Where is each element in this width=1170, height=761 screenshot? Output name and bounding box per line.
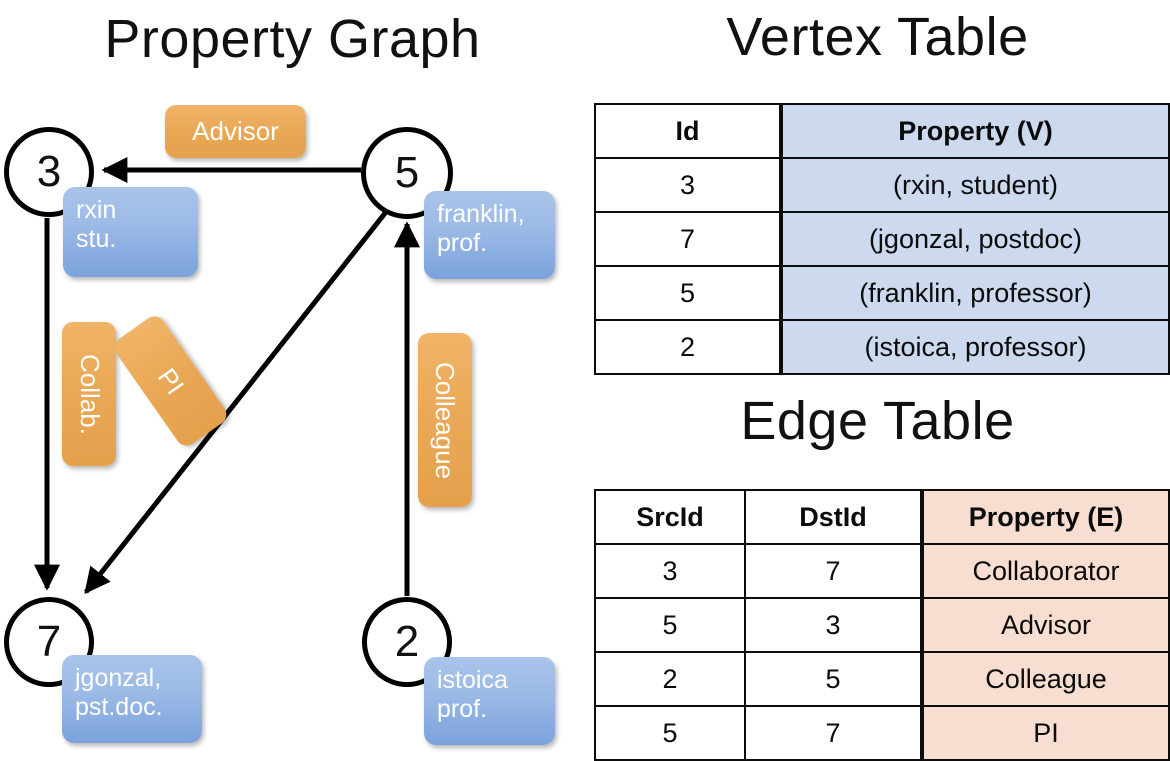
edge-srcid-cell: 3 <box>594 543 746 599</box>
edge-label-colleague-text: Colleague <box>430 361 461 479</box>
vertex-property-cell: (jgonzal, postdoc) <box>779 211 1170 267</box>
table-row[interactable]: 5 3 Advisor <box>594 597 1170 653</box>
callout-line-1: istoica <box>437 666 508 694</box>
edge-label-collab[interactable]: Collab. <box>62 322 116 466</box>
table-row[interactable]: 2 5 Colleague <box>594 651 1170 707</box>
callout-line-2: prof. <box>437 694 488 723</box>
edge-dstid-cell: 5 <box>744 651 923 707</box>
edge-label-colleague[interactable]: Colleague <box>418 333 472 507</box>
edge-property-cell: Collaborator <box>920 543 1170 599</box>
page-title-property-graph: Property Graph <box>104 9 481 69</box>
vertex-id-cell: 7 <box>594 211 782 267</box>
callout-line-2: stu. <box>76 224 117 253</box>
vertex-id-cell: 2 <box>594 319 782 375</box>
edge-table-header-dstid: DstId <box>744 489 923 545</box>
table-row[interactable]: 5 7 PI <box>594 705 1170 761</box>
callout-line-1: rxin <box>76 196 117 224</box>
edge-srcid-cell: 5 <box>594 705 746 761</box>
edge-dstid-cell: 7 <box>744 543 923 599</box>
vertex-property-callout-franklin[interactable]: franklin, prof. <box>424 191 555 279</box>
graph-node-5[interactable]: 5 <box>361 127 453 219</box>
property-graph-diagram: 3 5 7 2 rxin stu. franklin, prof. jgonza… <box>0 0 585 760</box>
vertex-property-cell: (istoica, professor) <box>779 319 1170 375</box>
page-title-edge-table: Edge Table <box>740 391 1015 451</box>
edge-label-advisor-text: Advisor <box>192 116 279 146</box>
edge-dstid-cell: 7 <box>744 705 923 761</box>
graph-node-7-label: 7 <box>36 617 62 666</box>
edge-label-collab-text: Collab. <box>74 353 105 435</box>
callout-line-2: prof. <box>437 228 488 257</box>
edge-dstid-cell: 3 <box>744 597 923 653</box>
callout-line-1: franklin, <box>437 200 525 228</box>
edge-label-pi-text: PI <box>151 362 191 400</box>
vertex-property-callout-istoica[interactable]: istoica prof. <box>424 657 555 745</box>
edge-label-advisor[interactable]: Advisor <box>165 105 306 158</box>
vertex-table: Id Property (V) 3 (rxin, student) 7 (jgo… <box>594 103 1170 375</box>
vertex-property-cell: (rxin, student) <box>779 157 1170 213</box>
edge-5-to-7 <box>84 210 388 595</box>
graph-node-5-label: 5 <box>394 148 420 197</box>
table-row[interactable]: 2 (istoica, professor) <box>594 319 1170 375</box>
graph-edges-svg <box>34 157 420 596</box>
table-row[interactable]: 5 (franklin, professor) <box>594 265 1170 321</box>
table-row[interactable]: 7 (jgonzal, postdoc) <box>594 211 1170 267</box>
vertex-property-cell: (franklin, professor) <box>779 265 1170 321</box>
graph-node-3-label: 3 <box>36 147 62 196</box>
vertex-table-header-property: Property (V) <box>779 103 1170 159</box>
vertex-id-cell: 5 <box>594 265 782 321</box>
vertex-table-header-id: Id <box>594 103 782 159</box>
graph-node-2[interactable]: 2 <box>362 597 452 687</box>
edge-table: SrcId DstId Property (E) 3 7 Collaborato… <box>594 489 1170 761</box>
callout-line-1: jgonzal, <box>75 664 162 692</box>
vertex-property-callout-rxin[interactable]: rxin stu. <box>63 187 198 277</box>
edge-table-header-row: SrcId DstId Property (E) <box>594 489 1170 545</box>
edge-srcid-cell: 5 <box>594 597 746 653</box>
vertex-property-callout-jgonzal[interactable]: jgonzal, pst.doc. <box>62 655 202 743</box>
graph-node-2-label: 2 <box>394 617 420 666</box>
edge-srcid-cell: 2 <box>594 651 746 707</box>
edge-table-header-property: Property (E) <box>920 489 1170 545</box>
vertex-table-header-row: Id Property (V) <box>594 103 1170 159</box>
edge-property-cell: Advisor <box>920 597 1170 653</box>
page-title-vertex-table: Vertex Table <box>726 7 1029 67</box>
edge-property-cell: Colleague <box>920 651 1170 707</box>
callout-line-2: pst.doc. <box>75 692 163 721</box>
table-row[interactable]: 3 (rxin, student) <box>594 157 1170 213</box>
vertex-id-cell: 3 <box>594 157 782 213</box>
table-row[interactable]: 3 7 Collaborator <box>594 543 1170 599</box>
edge-table-header-srcid: SrcId <box>594 489 746 545</box>
edge-property-cell: PI <box>920 705 1170 761</box>
